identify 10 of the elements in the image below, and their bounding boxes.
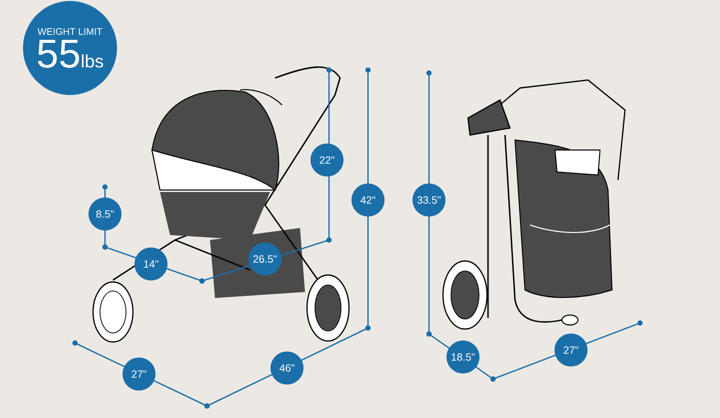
dimension-label: 18.5" [446,340,480,374]
dimension-label: 42" [352,184,384,216]
dimension-label: 33.5" [412,184,446,216]
dimension-label: 26.5" [248,242,282,276]
dimension-label: 46" [270,352,304,384]
dimension-label: 27" [554,334,588,366]
dimension-label: 27" [122,358,156,390]
dimension-label: 22" [310,144,344,176]
dimension-label: 14" [134,248,168,280]
dimension-label: 8.5" [88,198,122,230]
